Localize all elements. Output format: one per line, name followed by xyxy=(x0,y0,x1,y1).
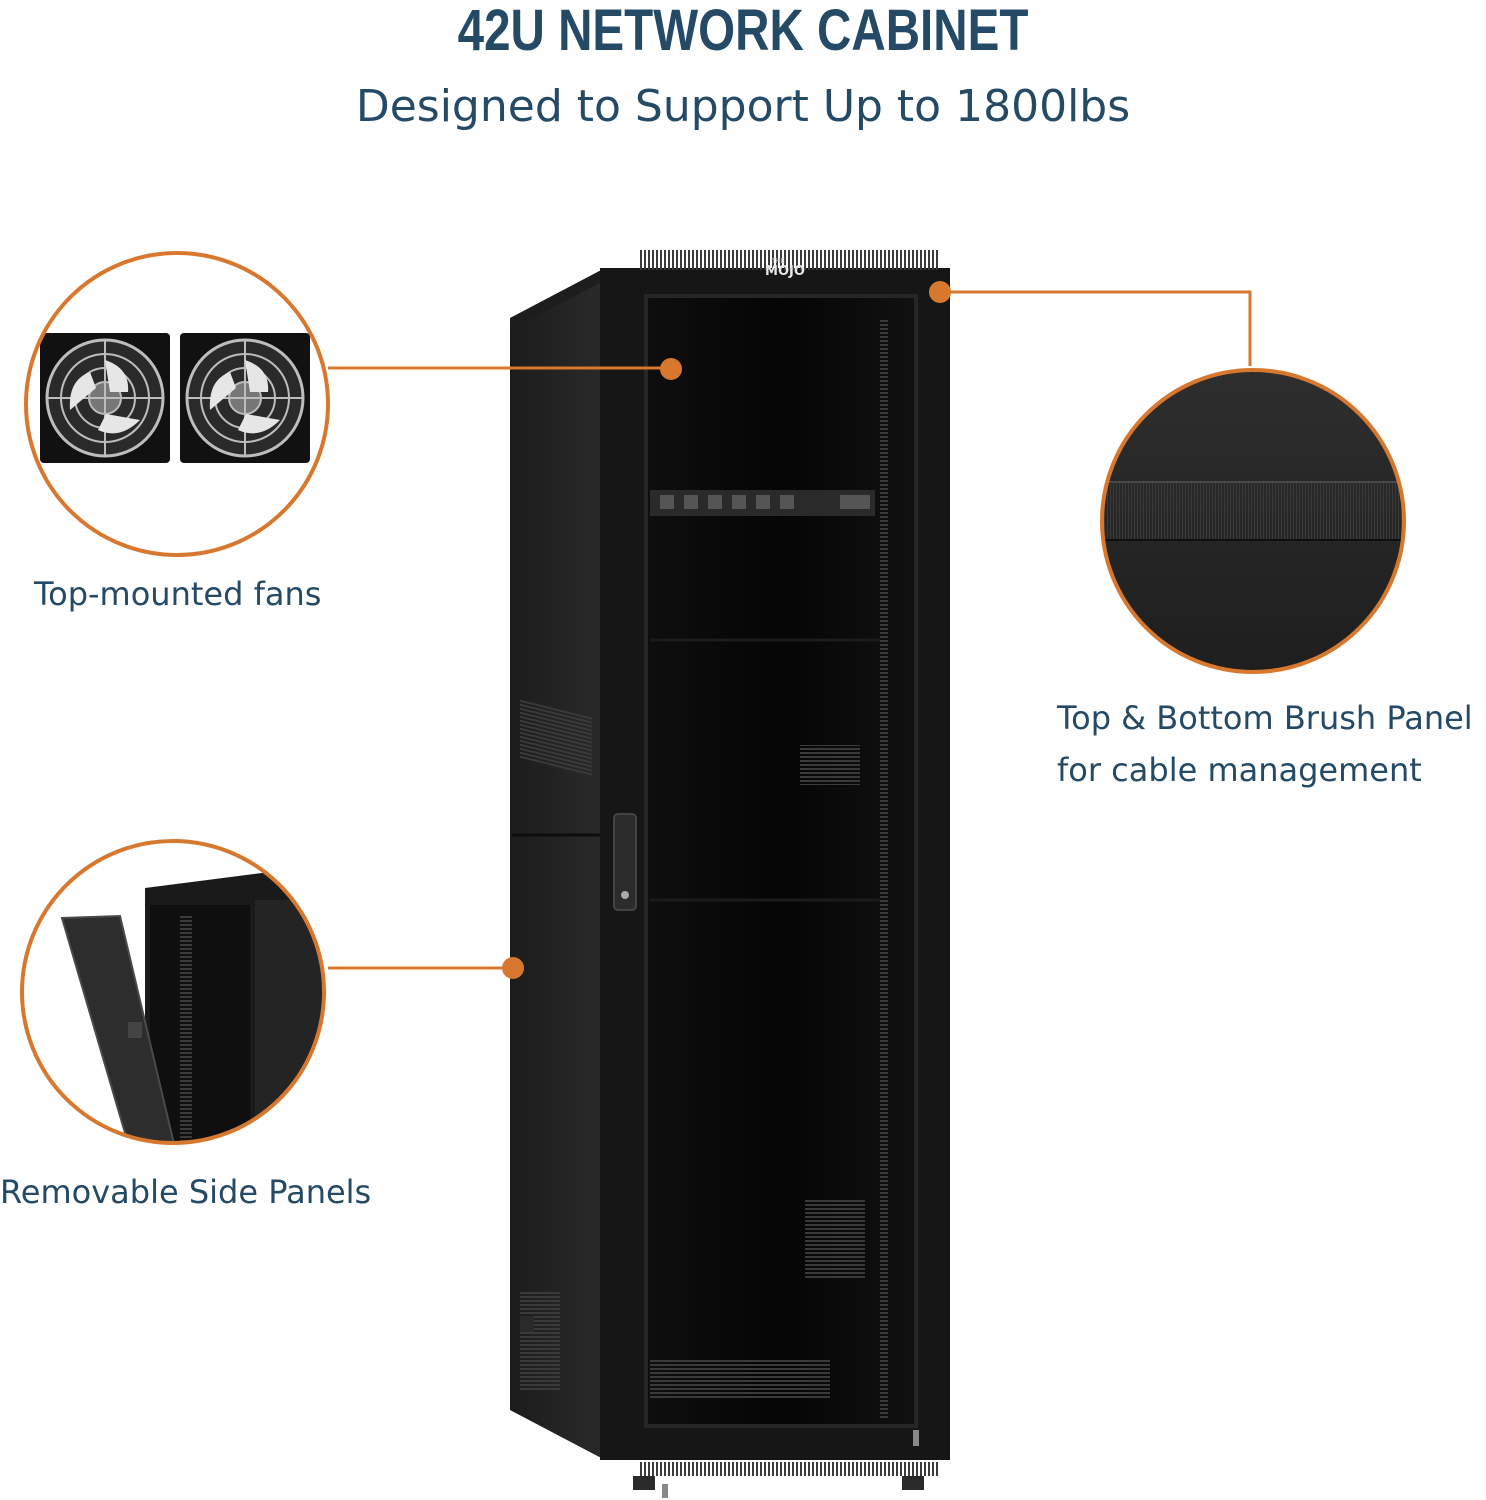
cabinet-side-panel xyxy=(510,280,605,1460)
door-handle xyxy=(613,813,637,911)
brush-strip xyxy=(1102,482,1404,540)
lock-icon xyxy=(621,891,629,899)
network-cabinet: THE MOJO xyxy=(510,250,950,1498)
fan-icon xyxy=(180,333,310,463)
fan-icon xyxy=(40,333,170,463)
brush-panel-label-line2: for cable management xyxy=(1057,751,1422,789)
brush-panel-callout-label: Top & Bottom Brush Panel for cable manag… xyxy=(1057,692,1473,796)
removable-side-panel xyxy=(60,914,177,1143)
side-panels-detail-circle xyxy=(20,839,326,1145)
side-panel-callout-dot xyxy=(502,957,524,979)
page-subtitle: Designed to Support Up to 1800lbs xyxy=(355,81,1131,132)
fans-detail-circle xyxy=(24,251,330,557)
logo-small-text: THE xyxy=(770,257,785,265)
brush-callout-dot xyxy=(929,281,951,303)
page-title: 42U NETWORK CABINET xyxy=(457,0,1029,63)
brush-panel-detail-circle xyxy=(1100,368,1406,674)
brush-panel-label-line1: Top & Bottom Brush Panel xyxy=(1057,699,1473,737)
callout-connectors xyxy=(328,281,1252,979)
glass-door xyxy=(644,294,918,1428)
fans-callout-dot xyxy=(660,358,682,380)
side-panels-callout-label: Removable Side Panels xyxy=(0,1173,372,1211)
fans-callout-label: Top-mounted fans xyxy=(34,575,322,613)
brand-logo: MOJO xyxy=(765,264,805,279)
